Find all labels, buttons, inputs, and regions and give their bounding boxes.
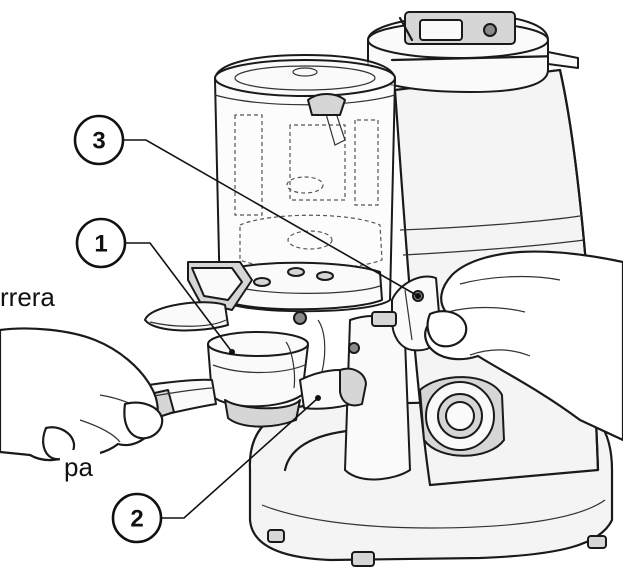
callout-number-1: 1 xyxy=(94,231,107,258)
side-label-top: rrera xyxy=(0,282,55,312)
top-collar xyxy=(367,11,579,93)
leader-line-2 xyxy=(162,397,319,519)
power-knob xyxy=(419,376,505,457)
callout-number-2: 2 xyxy=(130,506,143,533)
side-label-bg xyxy=(60,450,100,480)
doser-hopper xyxy=(214,54,396,313)
filter-holder-support xyxy=(144,261,253,332)
leader-dot-2 xyxy=(315,395,321,401)
callout-3: 3 xyxy=(73,114,125,166)
leader-dot-1 xyxy=(229,349,235,355)
callout-number-3: 3 xyxy=(92,128,105,155)
callout-2: 2 xyxy=(111,492,163,544)
left-hand xyxy=(0,327,164,462)
leader-lines xyxy=(124,139,421,519)
leader-line-1 xyxy=(126,242,233,353)
callout-1: 1 xyxy=(75,217,127,269)
side-label-bottom: pa xyxy=(64,452,93,482)
right-hand xyxy=(424,250,623,442)
leader-dot-3 xyxy=(415,293,421,299)
doser-base xyxy=(227,261,383,325)
leader-line-3 xyxy=(124,139,419,297)
